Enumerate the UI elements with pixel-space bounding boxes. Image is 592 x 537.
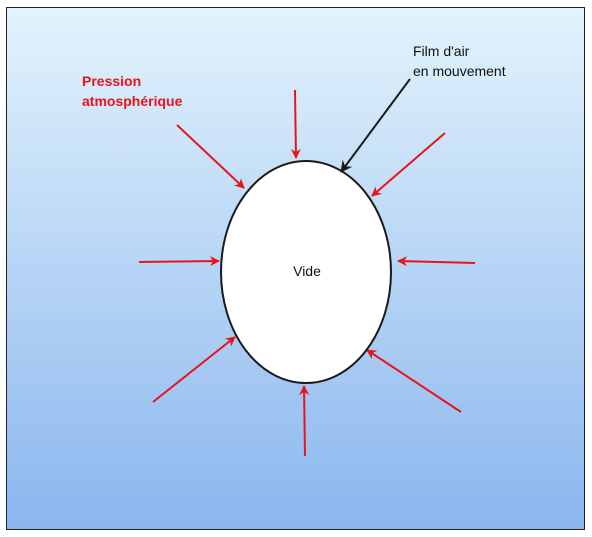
pressure-arrow-right: [397, 256, 476, 267]
film-label-line1: Film d'air: [413, 43, 470, 59]
pressure-label: Pression atmosphérique: [82, 73, 183, 109]
pressure-label-line1: Pression: [82, 73, 141, 89]
vacuum-label: Vide: [293, 263, 321, 279]
pressure-arrow-bottom-left: [152, 336, 236, 403]
pressure-arrow-top-left: [176, 124, 245, 189]
film-label: Film d'air en mouvement: [413, 43, 506, 79]
pressure-label-line2: atmosphérique: [82, 93, 183, 109]
pressure-arrow-bottom: [299, 385, 310, 457]
pressure-arrow-top-right: [371, 132, 446, 197]
pressure-arrows: [138, 89, 476, 457]
pressure-arrow-left: [138, 256, 220, 267]
vacuum-bubble: [220, 160, 392, 384]
pressure-arrow-bottom-right: [366, 349, 462, 413]
film-label-line2: en mouvement: [413, 63, 506, 79]
pressure-arrow-top: [290, 89, 301, 159]
film-arrow: [340, 78, 411, 173]
